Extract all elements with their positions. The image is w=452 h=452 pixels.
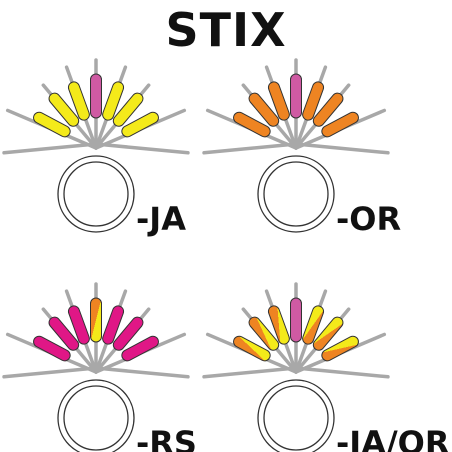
side-stick: [48, 92, 80, 127]
side-stick: [267, 81, 290, 121]
side-stick: [321, 111, 359, 138]
stick-body: [33, 335, 71, 362]
ring: [257, 379, 335, 452]
title: STIX: [165, 3, 287, 57]
variant-ja: -JA: [2, 58, 190, 238]
side-stick: [67, 305, 90, 345]
variant-suffix: -JA: [136, 200, 186, 238]
stick-body: [33, 111, 71, 138]
center-stick: [290, 297, 302, 343]
stick-body: [248, 316, 280, 351]
variant-suffix: -OR: [336, 200, 401, 238]
side-stick: [312, 316, 344, 351]
stick-body: [112, 316, 144, 351]
stick-body: [90, 297, 102, 343]
side-stick: [33, 335, 71, 362]
side-stick: [102, 81, 125, 121]
wire: [202, 142, 298, 155]
stick-body: [267, 305, 290, 345]
side-stick: [233, 111, 271, 138]
wire: [2, 366, 98, 379]
variant-suffix: -JA/OR: [336, 424, 449, 452]
variant-or: -OR: [202, 58, 401, 238]
stick-body: [302, 305, 325, 345]
wire: [2, 142, 98, 155]
side-stick: [248, 316, 280, 351]
stick-body: [102, 305, 125, 345]
stick-body: [67, 81, 90, 121]
side-stick: [102, 305, 125, 345]
side-stick: [67, 81, 90, 121]
stick-body: [233, 335, 271, 362]
wire: [94, 142, 190, 155]
stick-body: [302, 81, 325, 121]
side-stick: [312, 92, 344, 127]
center-stick: [90, 73, 102, 119]
side-stick: [112, 316, 144, 351]
stick-body: [48, 316, 80, 351]
side-stick: [248, 92, 280, 127]
stick-body: [48, 92, 80, 127]
wire: [294, 366, 390, 379]
center-stick: [90, 297, 102, 343]
ring: [57, 155, 135, 233]
center-stick: [290, 73, 302, 119]
side-stick: [48, 316, 80, 351]
side-stick: [33, 111, 71, 138]
stick-body: [121, 335, 159, 362]
stick-body: [233, 111, 271, 138]
stick-body: [121, 111, 159, 138]
stick-body: [290, 73, 302, 119]
stick-body: [90, 73, 102, 119]
stick-body: [248, 92, 280, 127]
stick-body: [321, 111, 359, 138]
wire: [94, 366, 190, 379]
stick-body: [312, 92, 344, 127]
stick-body: [112, 92, 144, 127]
stick-body: [312, 316, 344, 351]
wire: [202, 366, 298, 379]
side-stick: [233, 335, 271, 362]
side-stick: [267, 305, 290, 345]
variant-ja-or: -JA/OR: [202, 282, 449, 452]
side-stick: [121, 335, 159, 362]
side-stick: [321, 335, 359, 362]
side-stick: [302, 81, 325, 121]
stick-body: [290, 297, 302, 343]
wire: [294, 142, 390, 155]
stick-body: [321, 335, 359, 362]
stick-body: [267, 81, 290, 121]
ring: [57, 379, 135, 452]
side-stick: [302, 305, 325, 345]
side-stick: [121, 111, 159, 138]
stick-body: [67, 305, 90, 345]
stick-body: [102, 81, 125, 121]
side-stick: [112, 92, 144, 127]
variant-suffix: -RS: [136, 424, 197, 452]
variant-rs: -RS: [2, 282, 197, 452]
ring: [257, 155, 335, 233]
